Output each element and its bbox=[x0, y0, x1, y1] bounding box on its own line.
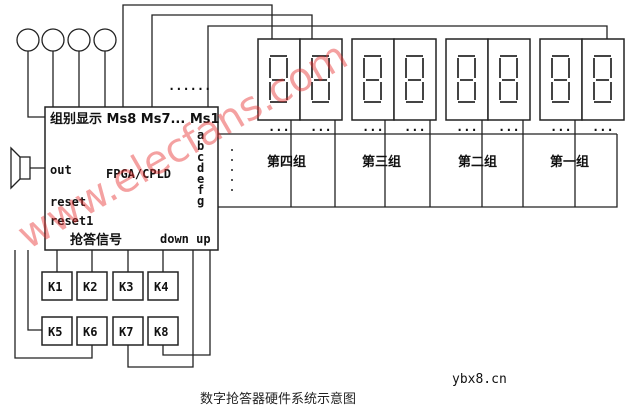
source-label: ybx8.cn bbox=[452, 372, 507, 387]
segment-bus bbox=[218, 120, 618, 208]
digit-dots: ... bbox=[310, 120, 332, 134]
segment-pin-c: c bbox=[197, 150, 204, 164]
indicator-lamps bbox=[16, 28, 117, 118]
svg-text:K4: K4 bbox=[154, 280, 168, 294]
digit-select-wires bbox=[122, 4, 608, 107]
key-k7[interactable]: K7 bbox=[112, 316, 144, 346]
svg-text:K2: K2 bbox=[83, 280, 97, 294]
digit-dots: ... bbox=[498, 120, 520, 134]
key-k1[interactable]: K1 bbox=[41, 271, 73, 301]
top-dots: ...... bbox=[168, 79, 211, 93]
downup-pins: down up bbox=[160, 232, 211, 246]
diagram-caption: 数字抢答器硬件系统示意图 bbox=[200, 391, 356, 407]
group-label: 第三组 bbox=[362, 154, 401, 170]
digit-dots: ... bbox=[404, 120, 426, 134]
out-pin: out bbox=[50, 163, 72, 177]
segment-pin-e: e bbox=[197, 172, 204, 186]
reset-pin: reset bbox=[50, 195, 86, 209]
reset1-pin: reset1 bbox=[50, 214, 93, 228]
digit-dots: ... bbox=[592, 120, 614, 134]
digit-dots: ... bbox=[362, 120, 384, 134]
chip-name: FPGA/CPLD bbox=[106, 167, 171, 181]
segment-pin-g: g bbox=[197, 194, 204, 208]
svg-text:K7: K7 bbox=[119, 325, 133, 339]
key-k8[interactable]: K8 bbox=[147, 316, 179, 346]
chip-title: 组别显示 Ms8 Ms7... Ms1 bbox=[50, 111, 220, 127]
svg-text:K5: K5 bbox=[48, 325, 62, 339]
digit-dots: ... bbox=[268, 120, 290, 134]
key-wires bbox=[14, 250, 211, 368]
svg-text:K6: K6 bbox=[83, 325, 97, 339]
segment-pin-a: a bbox=[197, 128, 204, 142]
digit-dots: ... bbox=[456, 120, 478, 134]
segment-pin-d: d bbox=[197, 161, 204, 175]
key-k5[interactable]: K5 bbox=[41, 316, 73, 346]
key-k2[interactable]: K2 bbox=[76, 271, 108, 301]
lamp-icon bbox=[67, 28, 91, 52]
lamp-icon bbox=[16, 28, 40, 52]
speaker-icon bbox=[10, 146, 45, 190]
segment-pin-b: b bbox=[197, 139, 204, 153]
answer-signal-label: 抢答信号 bbox=[70, 232, 122, 248]
segment-pins: a b c d e f g bbox=[197, 128, 204, 208]
fpga-chip bbox=[44, 106, 219, 251]
svg-text:K1: K1 bbox=[48, 280, 62, 294]
seven-segment-displays: ........................ bbox=[257, 38, 625, 134]
segment-pin-f: f bbox=[197, 183, 204, 197]
vertical-dots bbox=[231, 149, 233, 191]
svg-text:K8: K8 bbox=[154, 325, 168, 339]
key-k4[interactable]: K4 bbox=[147, 271, 179, 301]
digit-dots: ... bbox=[550, 120, 572, 134]
key-k6[interactable]: K6 bbox=[76, 316, 108, 346]
svg-text:K3: K3 bbox=[119, 280, 133, 294]
lamp-icon bbox=[93, 28, 117, 52]
group-label: 第二组 bbox=[458, 154, 497, 170]
key-k3[interactable]: K3 bbox=[112, 271, 144, 301]
group-label: 第一组 bbox=[550, 154, 589, 170]
lamp-icon bbox=[41, 28, 65, 52]
group-label: 第四组 bbox=[267, 154, 306, 170]
